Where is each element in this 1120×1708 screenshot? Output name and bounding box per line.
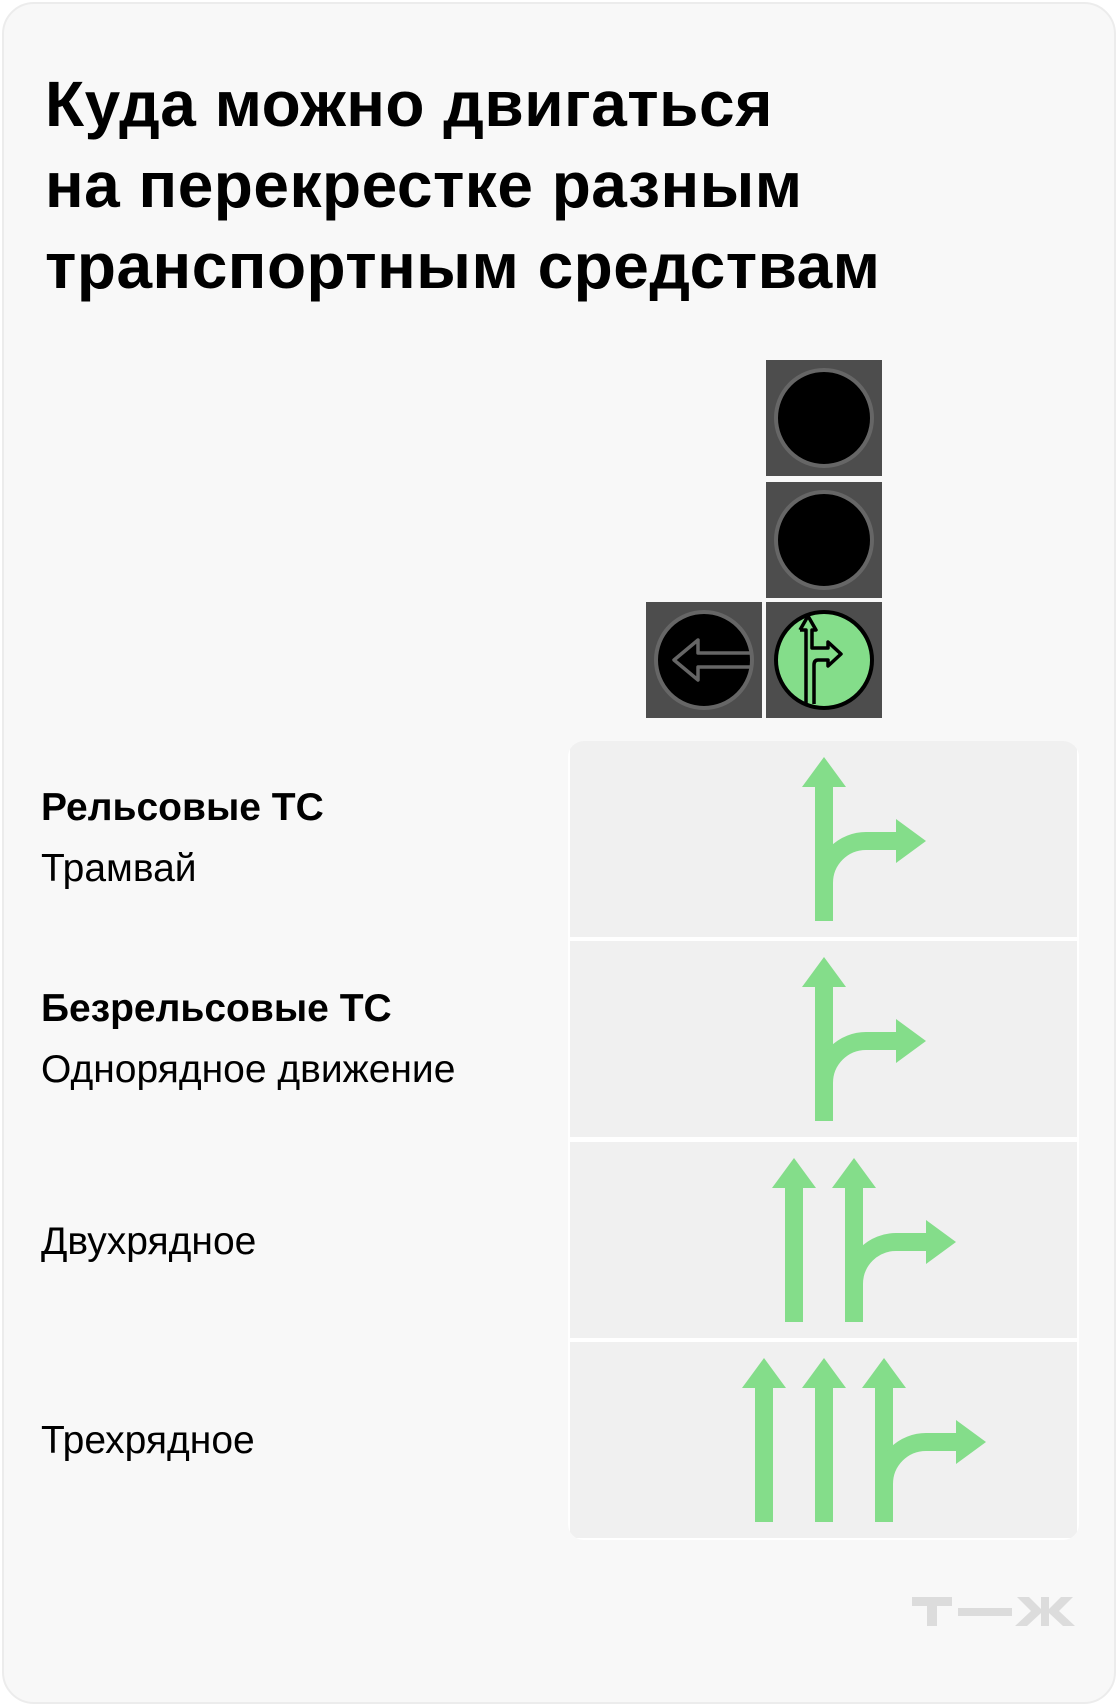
lane-arrows [802, 957, 926, 1121]
page-title: Куда можно двигаться на перекрестке разн… [45, 64, 881, 307]
straight-right-arrow-lamp-icon [774, 610, 874, 710]
straight-right-arrow-icon [802, 757, 926, 921]
arrow-head [862, 1358, 906, 1388]
lamp-off-icon [774, 368, 874, 468]
lane-row [570, 1342, 1077, 1538]
row-subtitle: Однорядное движение [41, 1048, 456, 1091]
row-subtitle: Двухрядное [41, 1220, 257, 1263]
lane-diagram-panel [568, 741, 1079, 1540]
lane-arrows [802, 757, 926, 921]
arrow-head [802, 957, 846, 987]
traffic-light-green-section [766, 602, 882, 718]
lamp-off-icon [774, 490, 874, 590]
turn-stem [875, 1433, 960, 1522]
tzh-logo [912, 1597, 1075, 1626]
lane-row [570, 741, 1077, 937]
traffic-light-left-section [646, 602, 762, 718]
lane-row [570, 941, 1077, 1137]
arrow-head [772, 1158, 816, 1188]
row-heading: Рельсовые ТС [41, 786, 324, 829]
arrow-head [896, 1019, 926, 1063]
traffic-light-yellow-section [766, 482, 882, 598]
traffic-light-red-section [766, 360, 882, 476]
turn-stem [815, 832, 900, 921]
arrow-head [896, 819, 926, 863]
turn-stem [845, 1233, 930, 1322]
title-line: Куда можно двигаться [45, 68, 773, 140]
row-subtitle: Трехрядное [41, 1419, 255, 1462]
straight-arrow-icon [742, 1358, 786, 1522]
lane-arrows [742, 1358, 986, 1522]
straight-right-arrow-icon [802, 957, 926, 1121]
arrow-head [742, 1358, 786, 1388]
turn-stem [815, 1032, 900, 1121]
arrow-head [832, 1158, 876, 1188]
straight-arrow-icon [802, 1358, 846, 1522]
title-line: транспортным средствам [45, 230, 881, 302]
straight-right-arrow-icon [862, 1358, 986, 1522]
row-heading: Безрельсовые ТС [41, 987, 392, 1030]
arrow-head [802, 1358, 846, 1388]
row-subtitle: Трамвай [41, 847, 197, 890]
arrow-head [956, 1420, 986, 1464]
arrow-head [802, 757, 846, 787]
lane-arrows [772, 1158, 956, 1322]
arrow-head [926, 1220, 956, 1264]
lane-row [570, 1142, 1077, 1338]
straight-arrow-icon [772, 1158, 816, 1322]
title-line: на перекрестке разным [45, 149, 803, 221]
left-arrow-lamp-icon [654, 610, 754, 710]
straight-right-arrow-icon [832, 1158, 956, 1322]
